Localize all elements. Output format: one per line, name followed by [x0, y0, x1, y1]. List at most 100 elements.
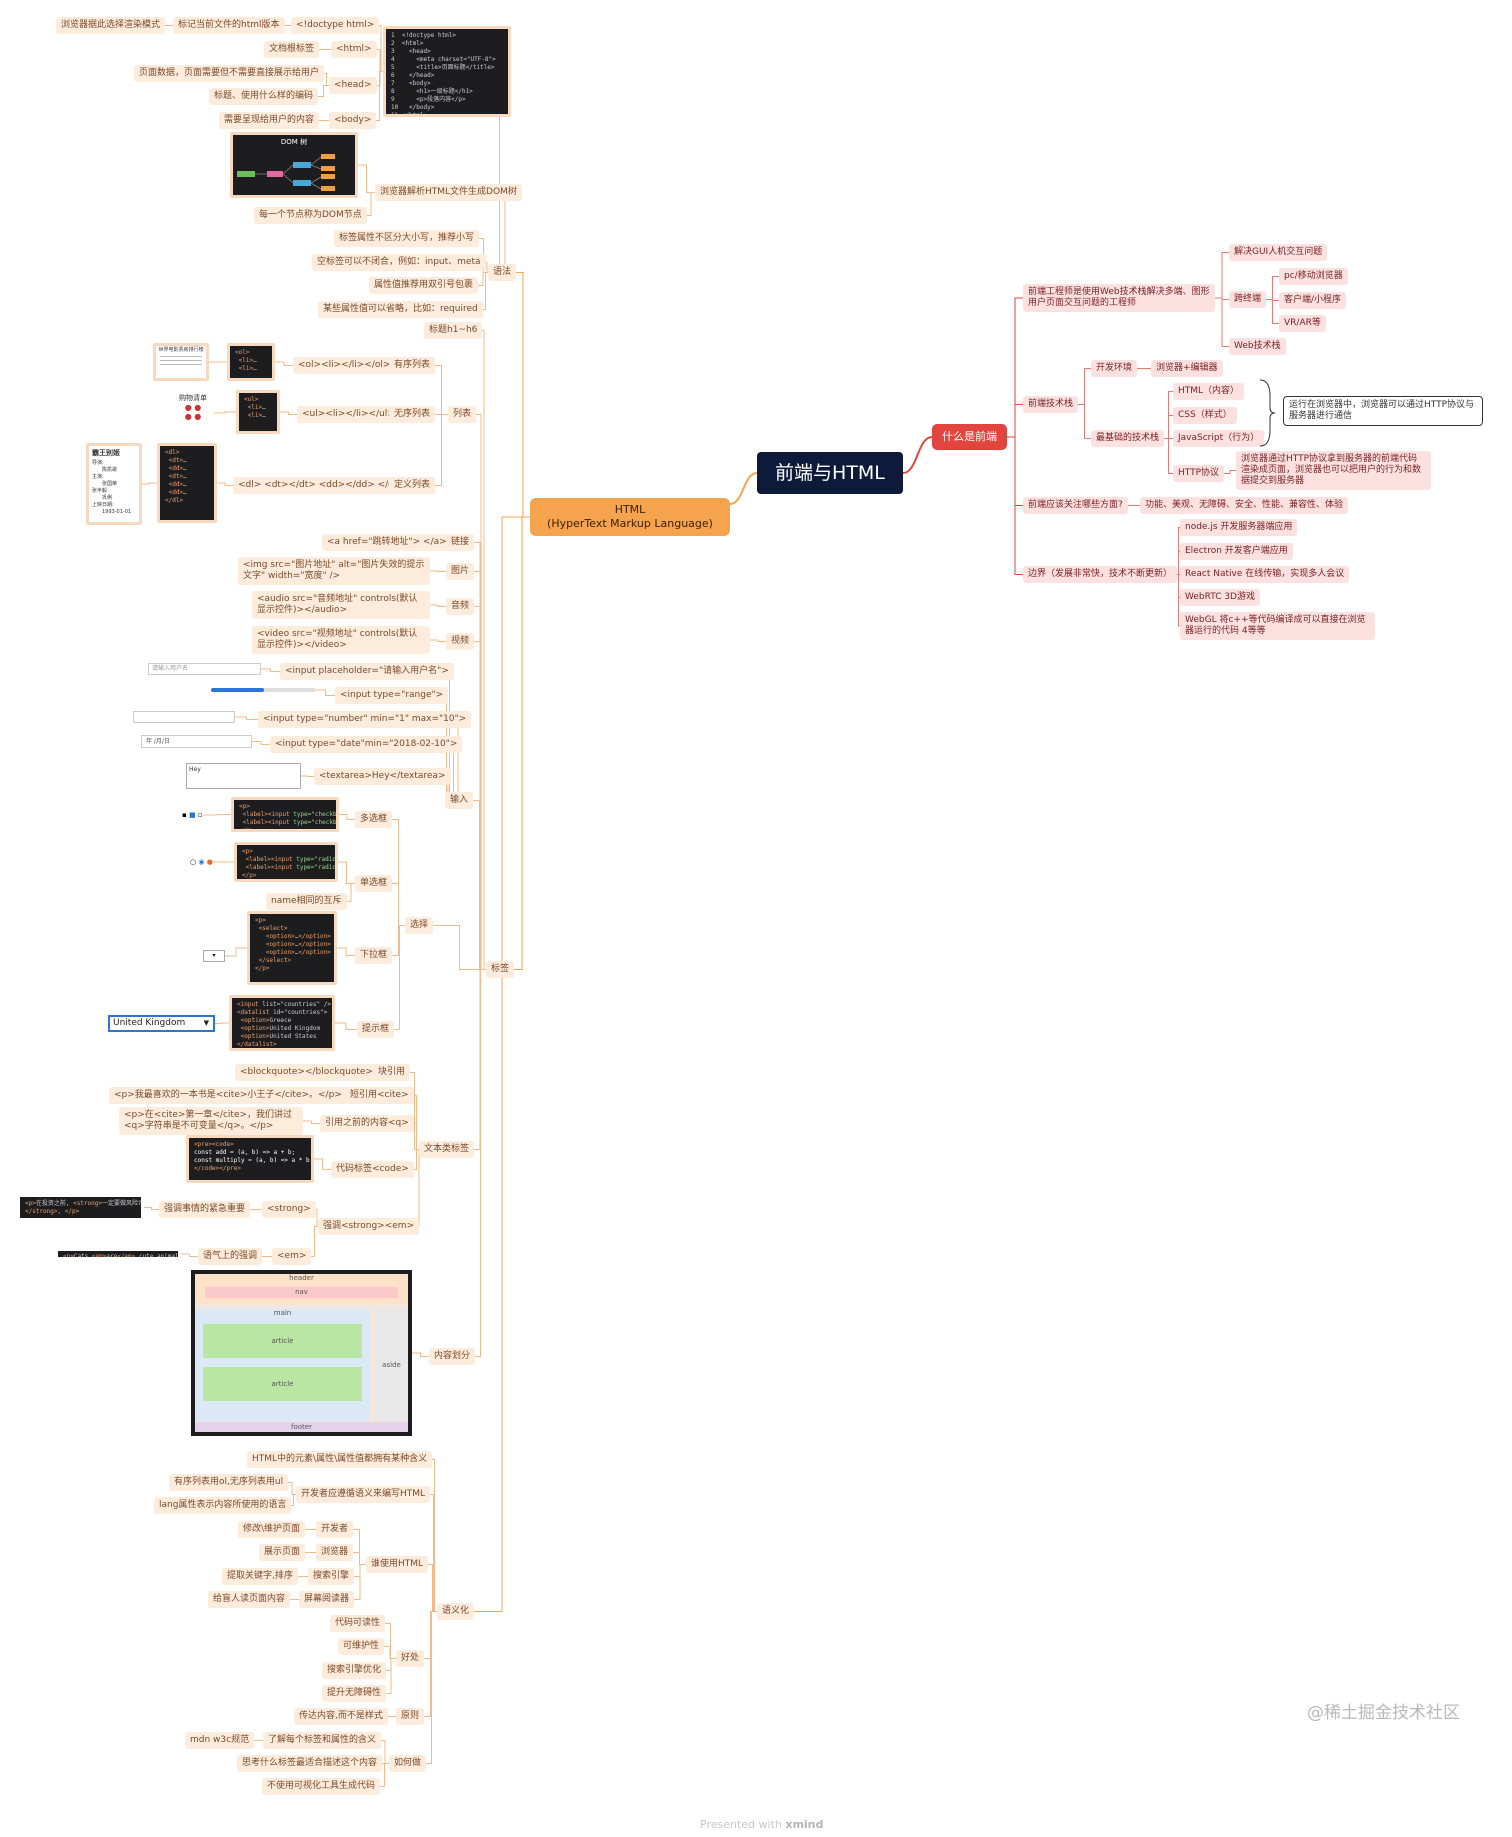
blockquote-label-node[interactable]: 块引用 [373, 1064, 411, 1081]
dropdown-label-node[interactable]: 下拉框 [355, 947, 393, 964]
maintain-node[interactable]: 可维护性 [338, 1638, 385, 1655]
img-tag-node[interactable]: <img src="图片地址" alt="图片失效的提示文字" width="宽… [238, 557, 430, 585]
syntax-node[interactable]: 语法 [488, 264, 517, 281]
input-placeholder-node[interactable]: <input placeholder="请输入用户名"> [280, 663, 454, 680]
layout-label-node[interactable]: 内容划分 [429, 1348, 476, 1365]
audio-label-node[interactable]: 音频 [446, 598, 475, 615]
webgl-node[interactable]: WebGL 将c++等代码编译成可以直接在浏览器运行的代码 4等等 [1180, 612, 1375, 640]
developer-node[interactable]: 开发者 [316, 1521, 354, 1538]
textarea-tag-node[interactable]: <textarea>Hey</textarea> [314, 768, 451, 785]
reader-node[interactable]: 屏幕阅读器 [299, 1591, 355, 1608]
run-in-browser-note[interactable]: 运行在浏览器中，浏览器可以通过HTTP协议与服务器进行通信 [1283, 396, 1483, 426]
http-node[interactable]: HTTP协议 [1173, 465, 1225, 482]
reader-do-node[interactable]: 给盲人读页面内容 [208, 1591, 291, 1608]
client-node[interactable]: 客户端/小程序 [1279, 292, 1347, 309]
strong-tag-node[interactable]: <strong> [262, 1201, 316, 1218]
range-demo-slider[interactable] [211, 688, 316, 692]
front-definition[interactable]: 前端工程师是使用Web技术栈解决多端、图形用户页面交互问题的工程师 [1023, 284, 1215, 312]
head-desc2-node[interactable]: 标题、使用什么样的编码 [209, 88, 319, 105]
webrtc-node[interactable]: WebRTC 3D游戏 [1180, 589, 1260, 606]
principle-do-node[interactable]: 传达内容,而不是样式 [294, 1708, 388, 1725]
dev-do-node[interactable]: 修改\维护页面 [238, 1521, 306, 1538]
em-tag-node[interactable]: <em> [272, 1248, 312, 1265]
cite-label-node[interactable]: 短引用<cite> [345, 1087, 414, 1104]
link-tag-node[interactable]: <a href="跳转地址"> </a> [322, 534, 452, 551]
dl-tag-node[interactable]: <dl> <dt></dt> <dd></dd> </dl> [233, 477, 409, 494]
lang-node[interactable]: lang属性表示内容所使用的语言 [154, 1497, 292, 1514]
input-date-node[interactable]: <input type="date"min="2018-02-10"> [270, 736, 463, 753]
benefit-node[interactable]: 好处 [396, 1650, 425, 1667]
heading-node[interactable]: 标题h1~h6 [424, 322, 483, 339]
doctype-mark-node[interactable]: 标记当前文件的html版本 [173, 17, 285, 34]
root-tag-desc-node[interactable]: 文档根标签 [264, 41, 320, 58]
border-node[interactable]: 边界（发展非常快，技术不断更新） [1023, 566, 1178, 583]
who-uses-node[interactable]: 谁使用HTML [366, 1556, 429, 1573]
dom-parse-node[interactable]: 浏览器解析HTML文件生成DOM树 [375, 184, 522, 201]
ul-label-node[interactable]: 无序列表 [389, 406, 436, 423]
video-tag-node[interactable]: <video src="视频地址" controls(默认显示控件)></vid… [252, 626, 430, 654]
textarea-demo[interactable]: Hey [186, 763, 301, 789]
tech-stack-node[interactable]: 前端技术栈 [1023, 396, 1079, 413]
input-range-node[interactable]: <input type="range"> [335, 687, 449, 704]
date-demo-input[interactable]: 年 /月/日 [141, 735, 252, 748]
q-label-node[interactable]: 引用之前的内容<q> [320, 1115, 414, 1132]
semantic-node[interactable]: 语义化 [437, 1603, 475, 1620]
input-label-node[interactable]: 输入 [445, 792, 474, 809]
seo-node[interactable]: 搜索引擎优化 [322, 1662, 387, 1679]
link-label-node[interactable]: 链接 [446, 534, 475, 551]
browser-do-node[interactable]: 展示页面 [259, 1544, 306, 1561]
ol-label-node[interactable]: 有序列表 [389, 357, 436, 374]
placeholder-demo-input[interactable]: 请输入用户名 [148, 663, 261, 675]
dropdown-demo[interactable]: ▾ [203, 950, 225, 962]
strong-desc-node[interactable]: 强调事情的紧急重要 [159, 1201, 251, 1218]
head-tag-node[interactable]: <head> [329, 77, 377, 94]
vr-node[interactable]: VR/AR等 [1279, 315, 1326, 332]
electron-node[interactable]: Electron 开发客户端应用 [1180, 543, 1293, 560]
cite-example-node[interactable]: <p>我最喜欢的一本书是<cite>小王子</cite>。</p> [109, 1087, 347, 1104]
html-tech-node[interactable]: HTML（内容） [1173, 383, 1245, 400]
radio-demo[interactable]: ○ ◉ ● [190, 858, 213, 866]
react-native-node[interactable]: React Native 在线传输，实现多人会议 [1180, 566, 1350, 583]
html-node[interactable]: HTML(HyperText Markup Language) [530, 498, 730, 536]
ul-tag-node[interactable]: <ul><li></li></ul> [297, 406, 400, 423]
dev-env-node[interactable]: 开发环境 [1091, 360, 1138, 377]
learn-node[interactable]: 了解每个标签和属性的含义 [263, 1732, 382, 1749]
video-label-node[interactable]: 视频 [446, 633, 475, 650]
doctype-node[interactable]: <!doctype html> [291, 17, 380, 34]
cross-platform-node[interactable]: 跨终端 [1229, 291, 1267, 308]
dl-label-node[interactable]: 定义列表 [389, 477, 436, 494]
how-node[interactable]: 如何做 [389, 1755, 427, 1772]
think-node[interactable]: 思考什么标签最适合描述这个内容 [237, 1755, 383, 1772]
dev-follow-node[interactable]: 开发者应遵循语义来编写HTML [296, 1486, 431, 1503]
q-example-node[interactable]: <p>在<cite>第一章</cite>，我们讲过<q>字符串是不可变量</q>… [119, 1107, 303, 1135]
head-desc1-node[interactable]: 页面数据，页面需要但不需要直接展示给用户 [134, 65, 325, 82]
basic-stack-node[interactable]: 最基础的技术栈 [1091, 430, 1165, 447]
search-do-node[interactable]: 提取关键字,排序 [222, 1568, 298, 1585]
ol-tag-node[interactable]: <ol><li></li></ol> [293, 357, 396, 374]
mdn-node[interactable]: mdn w3c规范 [185, 1732, 255, 1749]
focus-list-node[interactable]: 功能、美观、无障碍、安全、性能、兼容性、体验 [1140, 497, 1349, 514]
checkbox-label-node[interactable]: 多选框 [355, 811, 393, 828]
http-desc-node[interactable]: 浏览器通过HTTP协议拿到服务器的前端代码渲染成页面，浏览器也可以把用户的行为和… [1236, 451, 1431, 490]
ol-ul-node[interactable]: 有序列表用ol,无序列表用ul [169, 1474, 289, 1491]
text-tags-node[interactable]: 文本类标签 [419, 1141, 475, 1158]
strong-em-node[interactable]: 强调<strong><em> [318, 1218, 420, 1235]
search-engine-node[interactable]: 搜索引擎 [308, 1568, 355, 1585]
body-tag-node[interactable]: <body> [329, 112, 377, 129]
audio-tag-node[interactable]: <audio src="音频地址" controls(默认显示控件)></aud… [252, 591, 430, 619]
body-desc-node[interactable]: 需要呈现给用户的内容 [219, 112, 320, 129]
number-demo-input[interactable] [133, 711, 235, 723]
readable-node[interactable]: 代码可读性 [330, 1615, 386, 1632]
browser-editor-node[interactable]: 浏览器+编辑器 [1151, 360, 1223, 377]
node-js-node[interactable]: node.js 开发服务器端应用 [1180, 519, 1298, 536]
omit-node[interactable]: 某些属性值可以省略，比如：required [318, 301, 483, 318]
html-tag-node[interactable]: <html> [331, 41, 377, 58]
root-node[interactable]: 前端与HTML [757, 452, 903, 494]
no-visual-node[interactable]: 不使用可视化工具生成代码 [262, 1778, 381, 1795]
blockquote-tag-node[interactable]: <blockquote></blockquote> [235, 1064, 378, 1081]
a11y-node[interactable]: 提升无障碍性 [322, 1685, 387, 1702]
principle-node[interactable]: 原则 [396, 1708, 425, 1725]
semantic-meaning-node[interactable]: HTML中的元素\属性\属性值都拥有某种含义 [247, 1451, 433, 1468]
list-node[interactable]: 列表 [448, 406, 477, 423]
browser-node[interactable]: 浏览器 [316, 1544, 354, 1561]
